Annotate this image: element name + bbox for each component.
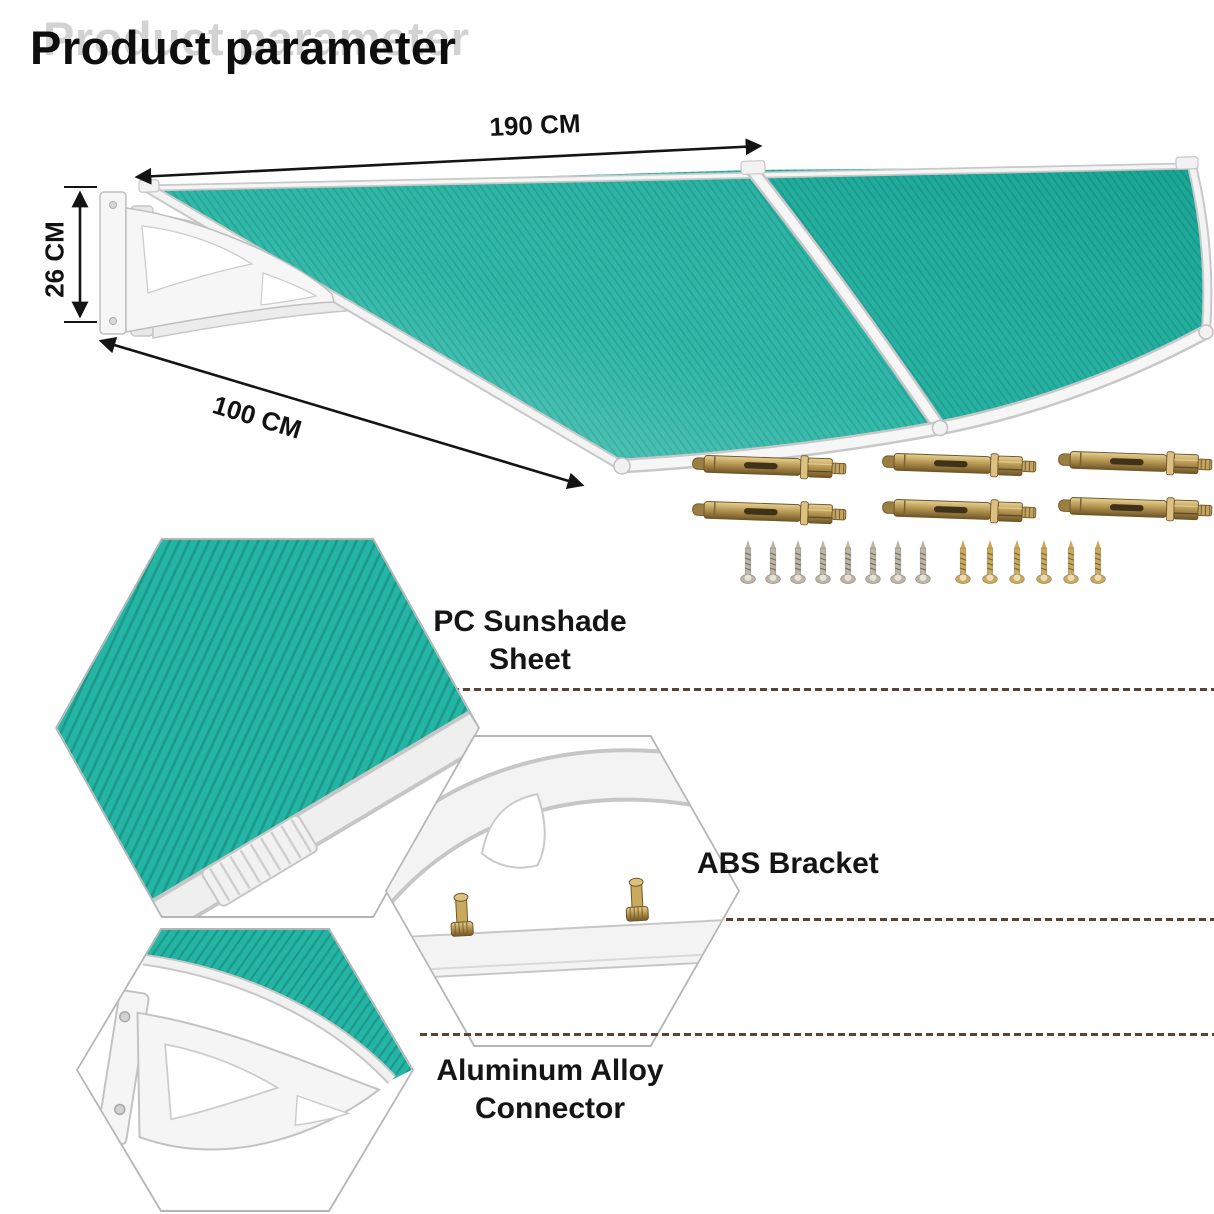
anchor-bolts (691, 447, 1213, 528)
feature-label-aluminum-connector: Aluminum Alloy Connector (436, 1054, 664, 1125)
hex-content (57, 540, 478, 916)
width-dimension-label: 190 CM (488, 108, 582, 142)
dimension-arrows (64, 138, 763, 489)
anchor-bolt (881, 449, 1037, 480)
aluminum-connector-closeup (96, 930, 412, 1151)
abs-bracket-closeup (387, 748, 738, 982)
mounting-screw (864, 539, 882, 585)
mounting-screw (1089, 539, 1107, 585)
bracket-screw (450, 892, 474, 937)
separator-line (420, 1033, 1214, 1036)
page-title: Product parameter (30, 21, 457, 74)
mounting-screw (764, 539, 782, 585)
height-dimension-label: 26 CM (39, 221, 70, 298)
mounting-screw (814, 539, 832, 585)
mounting-screw (889, 539, 907, 585)
detail-hex-pc-sheet (55, 538, 480, 918)
pc-sheet-closeup (57, 540, 478, 916)
mounting-screw (1062, 539, 1080, 585)
aluminum-connector-piece (201, 814, 318, 907)
anchor-bolt (1057, 493, 1213, 524)
separator-line (452, 688, 1214, 691)
mounting-screw (739, 539, 757, 585)
detail-hex-aluminum-connector (76, 928, 414, 1212)
mounting-screw (1035, 539, 1053, 585)
mounting-screw (789, 539, 807, 585)
anchor-bolt (691, 497, 847, 528)
hex-content (78, 930, 412, 1210)
separator-line (726, 918, 1214, 921)
anchor-bolt (1057, 447, 1213, 478)
width-arrow-icon (134, 138, 763, 185)
abs-bracket-front (99, 191, 335, 335)
anchor-bolt (881, 495, 1037, 526)
awning-illustration (64, 138, 1214, 585)
detail-hex-abs-bracket (385, 735, 740, 1047)
hex-content (387, 737, 738, 1045)
mounting-screw (914, 539, 932, 585)
feature-label-abs-bracket: ABS Bracket (697, 847, 879, 880)
mounting-screw (981, 539, 999, 585)
mounting-screw (1008, 539, 1026, 585)
depth-arrow-icon (98, 337, 585, 489)
bracket-screw (625, 877, 649, 922)
mounting-screw (954, 539, 972, 585)
mounting-screws (739, 539, 1107, 585)
feature-label-pc-sheet: PC Sunshade Sheet (433, 605, 627, 676)
mounting-screw (839, 539, 857, 585)
